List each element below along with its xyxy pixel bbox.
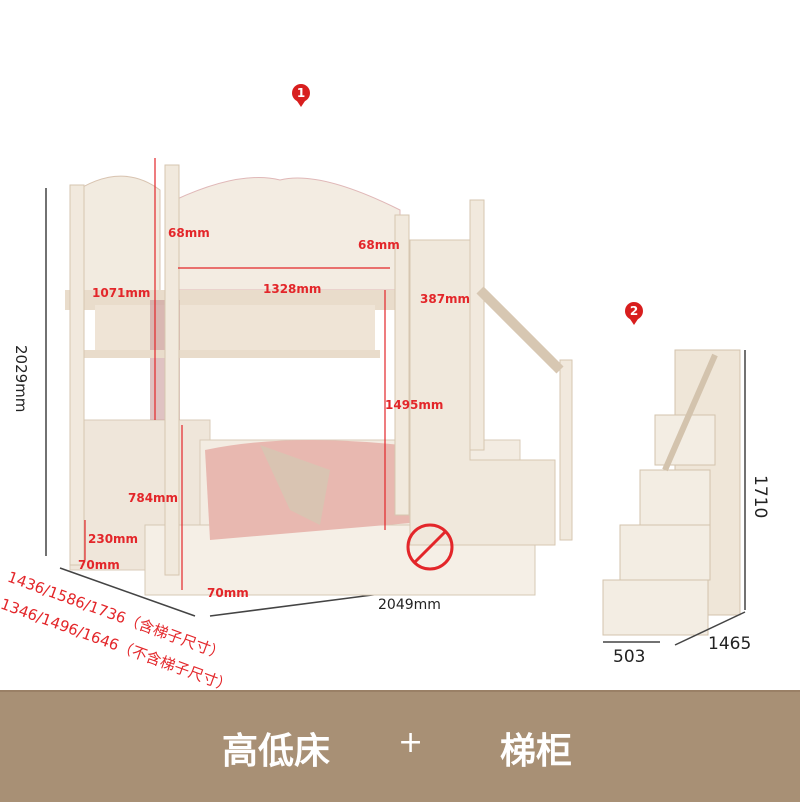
length-label: 2049mm [378, 597, 441, 613]
overall-height-label: 2029mm [12, 345, 30, 413]
leg-right-label: 70mm [207, 586, 249, 600]
top-guard-height-label: 1071mm [92, 286, 151, 300]
stair-length-label: 1465 [708, 634, 752, 654]
lower-guard-label: 784mm [128, 491, 179, 505]
lower-clearance-label: 1495mm [385, 398, 444, 412]
under-bed-label: 230mm [88, 532, 139, 546]
bunk-bed-illustration [45, 158, 746, 646]
marker-stair-cabinet: 2 [625, 302, 643, 325]
marker-bed: 1 [292, 84, 310, 107]
banner-bunk-bed: 高低床 [222, 731, 331, 772]
post-gap-left-label: 68mm [168, 226, 210, 240]
banner-stair-cabinet: 梯柜 [500, 731, 573, 772]
product-banner: 高低床 + 梯柜 [0, 690, 800, 802]
stair-depth-label: 503 [613, 647, 646, 667]
stair-width-label: 387mm [420, 292, 471, 306]
banner-plus: + [398, 725, 424, 760]
rail-width-label: 1328mm [263, 282, 322, 296]
no-storage-icon [406, 523, 454, 571]
leg-left-label: 70mm [78, 558, 120, 572]
stair-height-label: 1710 [750, 475, 770, 519]
post-gap-right-label: 68mm [358, 238, 400, 252]
